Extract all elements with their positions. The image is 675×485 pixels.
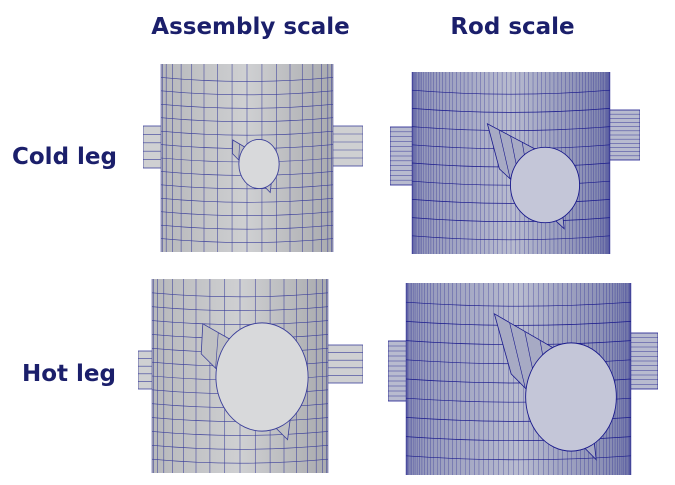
column-title-rod-scale: Rod scale <box>450 14 575 40</box>
panel-assembly-cold-leg <box>143 64 363 252</box>
nozzle-face <box>509 146 581 224</box>
row-title-cold-leg: Cold leg <box>12 144 117 170</box>
column-title-assembly-scale: Assembly scale <box>151 14 350 40</box>
panel-rod-hot-leg <box>388 283 658 475</box>
mesh-render <box>388 283 658 475</box>
nozzle-face <box>238 138 280 190</box>
nozzle-face <box>215 322 309 432</box>
row-title-hot-leg: Hot leg <box>22 361 116 387</box>
mesh-render <box>390 72 640 254</box>
panel-rod-cold-leg <box>390 72 640 254</box>
nozzle-face <box>525 342 617 452</box>
mesh-render <box>143 64 363 252</box>
panel-assembly-hot-leg <box>138 279 363 473</box>
mesh-render <box>138 279 363 473</box>
